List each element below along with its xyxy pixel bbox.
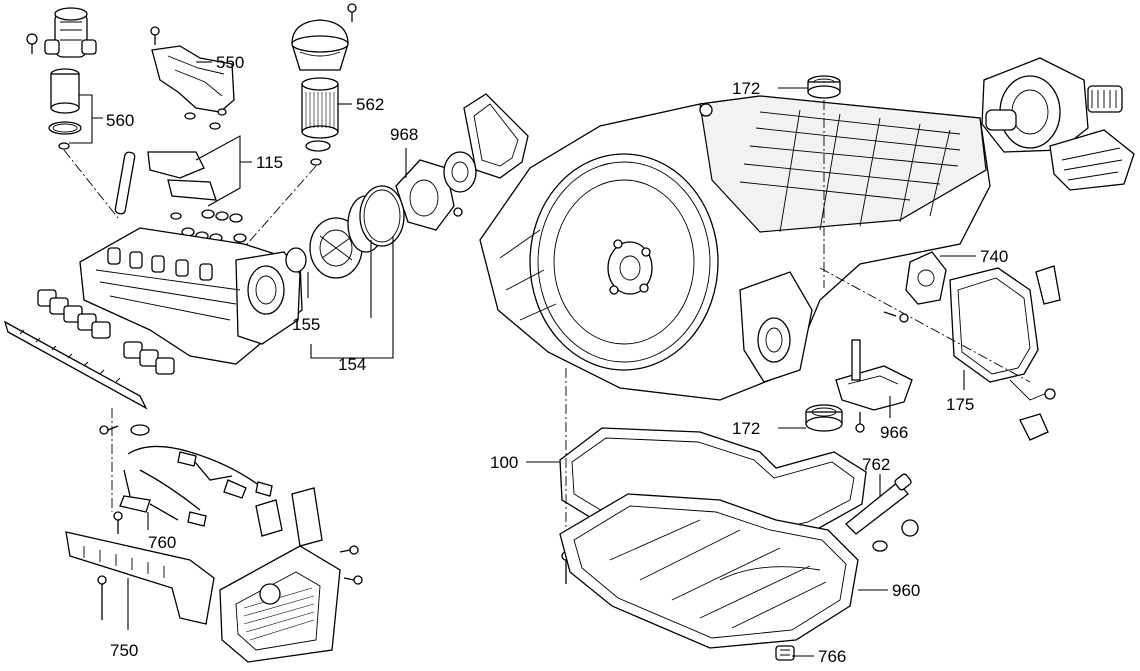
selector-cover-part [905,251,947,305]
drive-flange-part [395,151,477,231]
transmission-housing-part [479,95,991,401]
gasket-set-part [147,151,247,243]
oil-filter-housing-part [291,3,357,166]
callout-762: 762 [862,455,890,474]
callout-966: 966 [880,423,908,442]
callout-550: 550 [216,53,244,72]
seal-ring-bottom-part [805,404,843,432]
callout-154: 154 [338,355,366,374]
leader-115 [195,135,252,207]
bracket-part [835,339,913,433]
bolt-part [26,33,38,54]
filter-cartridge-part [48,68,82,150]
callout-115: 115 [256,153,283,172]
callout-750: 750 [110,641,138,660]
filter-housing-part [44,7,97,58]
solenoid-set-part [37,289,175,375]
seal-ring-top-part [807,75,841,99]
drain-plug-part [775,645,795,661]
wiring-harness-part [99,424,273,534]
valve-cover-part [150,26,235,130]
callout-766: 766 [818,647,846,666]
centerline [63,149,119,219]
output-flange-part [981,57,1123,153]
valve-body-part [79,151,303,365]
callout-100: 100 [490,453,518,472]
callout-740: 740 [980,247,1008,266]
callout-562: 562 [356,95,384,114]
actuator-part [1049,129,1135,191]
callout-155: 155 [292,315,320,334]
cover-gasket-part [463,93,529,179]
centerline [239,165,317,253]
oil-pan-part [559,493,859,649]
callout-960: 960 [892,581,920,600]
bolt-part [883,311,909,323]
connector-strip-part [65,531,215,625]
side-cover-part [949,265,1061,441]
callout-968: 968 [390,125,418,144]
conductor-strip-part [3,320,148,410]
callout-172-bottom: 172 [732,419,760,438]
filler-tube-part [845,473,919,552]
callout-760: 760 [148,533,176,552]
callout-175: 175 [946,395,974,414]
leader-154-155 [307,236,394,359]
callout-560: 560 [106,111,134,130]
oil-pump-part [285,185,405,279]
centerline [819,267,1031,383]
callout-172-top: 172 [732,79,760,98]
control-unit-part [219,487,363,663]
leader-560 [69,94,103,144]
